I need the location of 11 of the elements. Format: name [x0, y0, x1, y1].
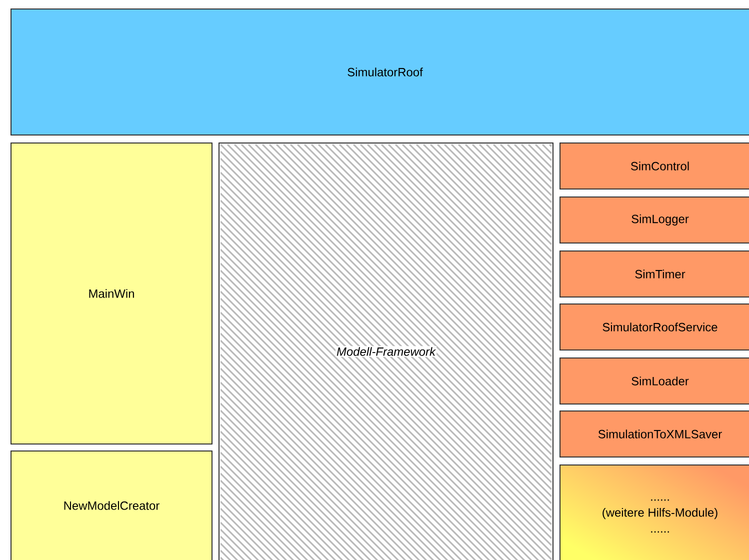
- module-box: SimLoader: [560, 358, 749, 404]
- window-box: MainWin: [10, 142, 212, 444]
- module-box: SimulatorRoofService: [560, 304, 749, 350]
- window-box: NewModelCreator: [10, 450, 212, 560]
- module-box: SimTimer: [560, 250, 749, 298]
- roof-box: SimulatorRoof: [10, 8, 749, 136]
- module-box: ...... (weitere Hilfs-Module) ......: [560, 464, 749, 560]
- module-box: SimLogger: [560, 196, 749, 244]
- framework-box: Modell-Framework: [218, 142, 554, 560]
- module-box: SimControl: [560, 142, 749, 190]
- module-box: SimulationToXMLSaver: [560, 410, 749, 458]
